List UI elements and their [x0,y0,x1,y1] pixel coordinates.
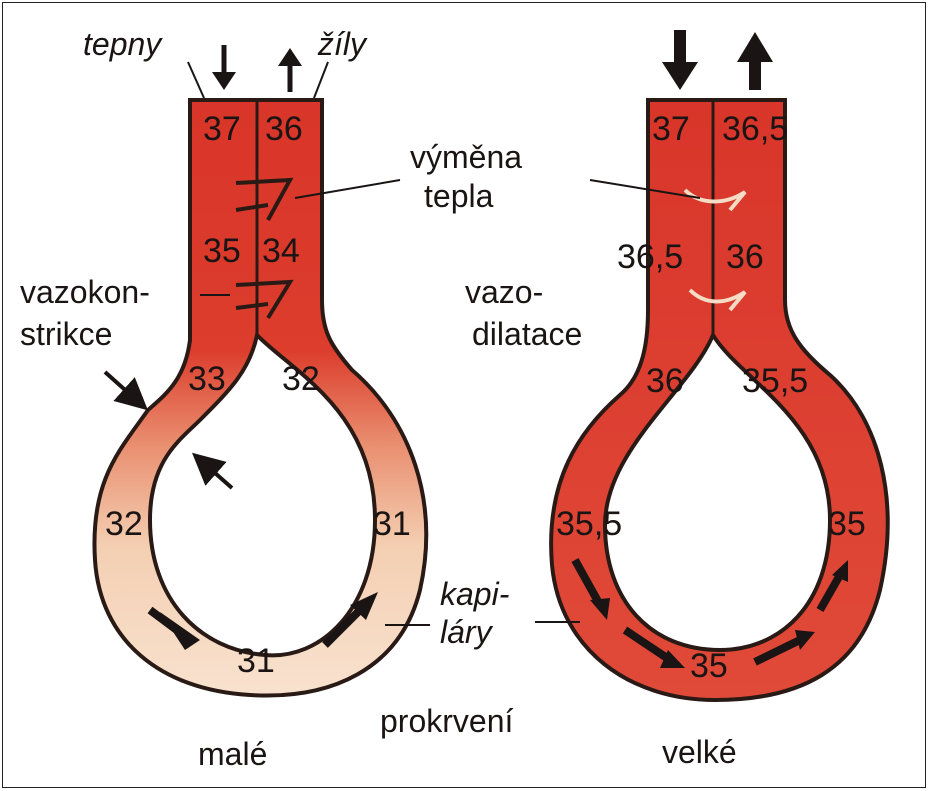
right-loop-right-side-temp: 35 [828,505,866,543]
right-loop-left-side-temp: 35,5 [556,505,622,543]
left-artery-top-temp: 37 [203,110,241,148]
left-artery-mid-temp: 35 [203,232,241,270]
label-zily: žíly [317,26,368,62]
label-velke: velké [662,734,737,770]
label-vazokon: vazokon- [20,274,150,310]
right-down-arrow-icon [662,62,698,90]
left-up-arrow-icon [278,48,302,66]
zily-pointer-line [314,62,328,98]
left-artery-low-temp: 33 [188,360,226,398]
vazokon-arrow-upper [105,372,142,405]
tepny-pointer-line [188,62,204,98]
label-prokrveni: prokrvení [380,703,514,739]
right-up-arrow-icon [737,32,773,62]
right-bottom-temp: 35 [690,647,728,685]
left-down-arrow-icon [212,72,236,90]
right-side-temp-left-loop: 31 [373,505,411,543]
label-male: malé [198,736,267,772]
label-lary: láry [440,614,494,650]
right-artery-mid-temp: 36,5 [617,238,683,276]
left-vessel-loop [94,100,426,696]
top-flow-arrows [188,30,773,98]
left-vein-top-temp: 36 [265,110,303,148]
label-tepla: tepla [424,178,494,214]
right-vessel-loop [551,100,888,700]
label-strikce: strikce [20,316,112,352]
left-side-temp: 32 [105,505,143,543]
label-vazo: vazo- [465,274,543,310]
right-vein-low-temp: 35,5 [742,362,808,400]
right-artery-low-temp: 36 [646,362,684,400]
label-kapi: kapi- [440,576,509,612]
label-tepny: tepny [83,26,163,62]
right-vein-mid-temp: 36 [726,238,764,276]
right-vein-top-temp: 36,5 [722,110,788,148]
right-artery-top-temp: 37 [652,110,690,148]
left-bottom-temp: 31 [237,642,275,680]
label-vymena: výměna [410,139,522,175]
label-dilatace: dilatace [472,316,582,352]
left-vein-mid-temp: 34 [262,232,300,270]
left-vein-low-temp: 32 [282,360,320,398]
